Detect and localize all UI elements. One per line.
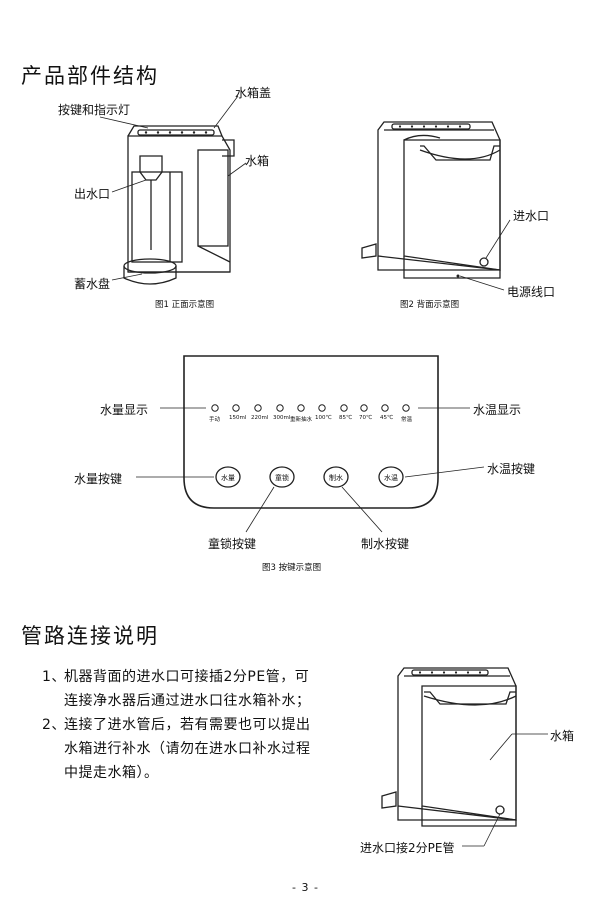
- caption-fig1: 图1 正面示意图: [155, 300, 215, 310]
- indicator-label-0: 手动: [209, 417, 221, 423]
- front-tank: [197, 149, 229, 247]
- pipe-inlet-port: [495, 805, 505, 815]
- instruction-line: 中提走水箱）。: [64, 765, 159, 781]
- pipe-tank: [421, 685, 517, 821]
- instruction-num-1: 1、: [42, 669, 66, 685]
- label-make-water-button: 制水按键: [361, 537, 410, 551]
- section-title-pipe-connection: 管路连接说明: [21, 624, 159, 648]
- button-volume-label: 水量: [221, 474, 235, 482]
- instruction-item-1: 1、 机器背面的进水口可接插2分PE管，可 连接净水器后通过进水口往水箱补水；: [42, 665, 372, 713]
- button-volume: [215, 466, 241, 488]
- button-temp-label: 水温: [384, 474, 398, 482]
- button-child-lock: [269, 466, 295, 488]
- indicator-label-8: 45℃: [380, 415, 394, 421]
- label-temp-display: 水温显示: [473, 403, 522, 417]
- label-tank-lid: 水箱盖: [235, 86, 272, 100]
- inlet-port: [479, 257, 489, 267]
- instruction-line: 连接了进水管后，若有需要也可以提出: [64, 717, 311, 733]
- caption-fig2: 图2 背面示意图: [400, 300, 460, 310]
- button-make-water: [323, 466, 349, 488]
- instruction-line: 水箱进行补水（请勿在进水口补水过程: [64, 741, 311, 757]
- back-handle: [420, 145, 500, 161]
- indicator-label-6: 85℃: [339, 415, 353, 421]
- label-child-lock-button: 童锁按键: [208, 537, 257, 551]
- front-body: [127, 135, 231, 273]
- indicator-label-3: 300ml: [273, 415, 291, 421]
- instruction-item-2: 2、 连接了进水管后，若有需要也可以提出 水箱进行补水（请勿在进水口补水过程 中…: [42, 713, 372, 785]
- instruction-line: 连接净水器后通过进水口往水箱补水；: [64, 693, 311, 709]
- label-drip-tray: 蓄水盘: [74, 277, 111, 291]
- section-title-structure: 产品部件结构: [21, 64, 159, 88]
- instruction-num-2: 2、: [42, 717, 66, 733]
- label-pipe-tank: 水箱: [550, 729, 575, 743]
- button-make-water-label: 制水: [329, 474, 343, 482]
- button-child-lock-label: 童锁: [275, 474, 289, 482]
- panel-outline: [183, 355, 439, 509]
- label-power-cord: 电源线口: [507, 285, 556, 299]
- indicator-label-5: 100℃: [315, 415, 332, 421]
- label-inlet-pe: 进水口接2分PE管: [360, 841, 455, 855]
- front-lid: [127, 125, 223, 137]
- indicator-label-7: 70℃: [359, 415, 373, 421]
- indicator-label-1: 150ml: [229, 415, 247, 421]
- label-tank: 水箱: [245, 154, 270, 168]
- page-number: - 3 -: [292, 881, 319, 894]
- label-inlet: 进水口: [513, 209, 550, 223]
- indicator-label-2: 220ml: [251, 415, 269, 421]
- button-temp: [378, 466, 404, 488]
- instruction-line: 机器背面的进水口可接插2分PE管，可: [64, 669, 310, 685]
- indicator-label-4: 重新抽水: [290, 417, 313, 423]
- label-buttons-lights: 按键和指示灯: [58, 103, 131, 117]
- label-temp-button: 水温按键: [487, 462, 536, 476]
- caption-fig3: 图3 按键示意图: [262, 563, 322, 573]
- label-outlet: 出水口: [74, 187, 111, 201]
- label-volume-button: 水量按键: [74, 472, 123, 486]
- outlet-nozzle: [139, 155, 163, 181]
- instructions-list: 1、 机器背面的进水口可接插2分PE管，可 连接净水器后通过进水口往水箱补水； …: [42, 665, 372, 785]
- indicator-label-9: 常温: [401, 417, 413, 423]
- label-volume-display: 水量显示: [100, 403, 149, 417]
